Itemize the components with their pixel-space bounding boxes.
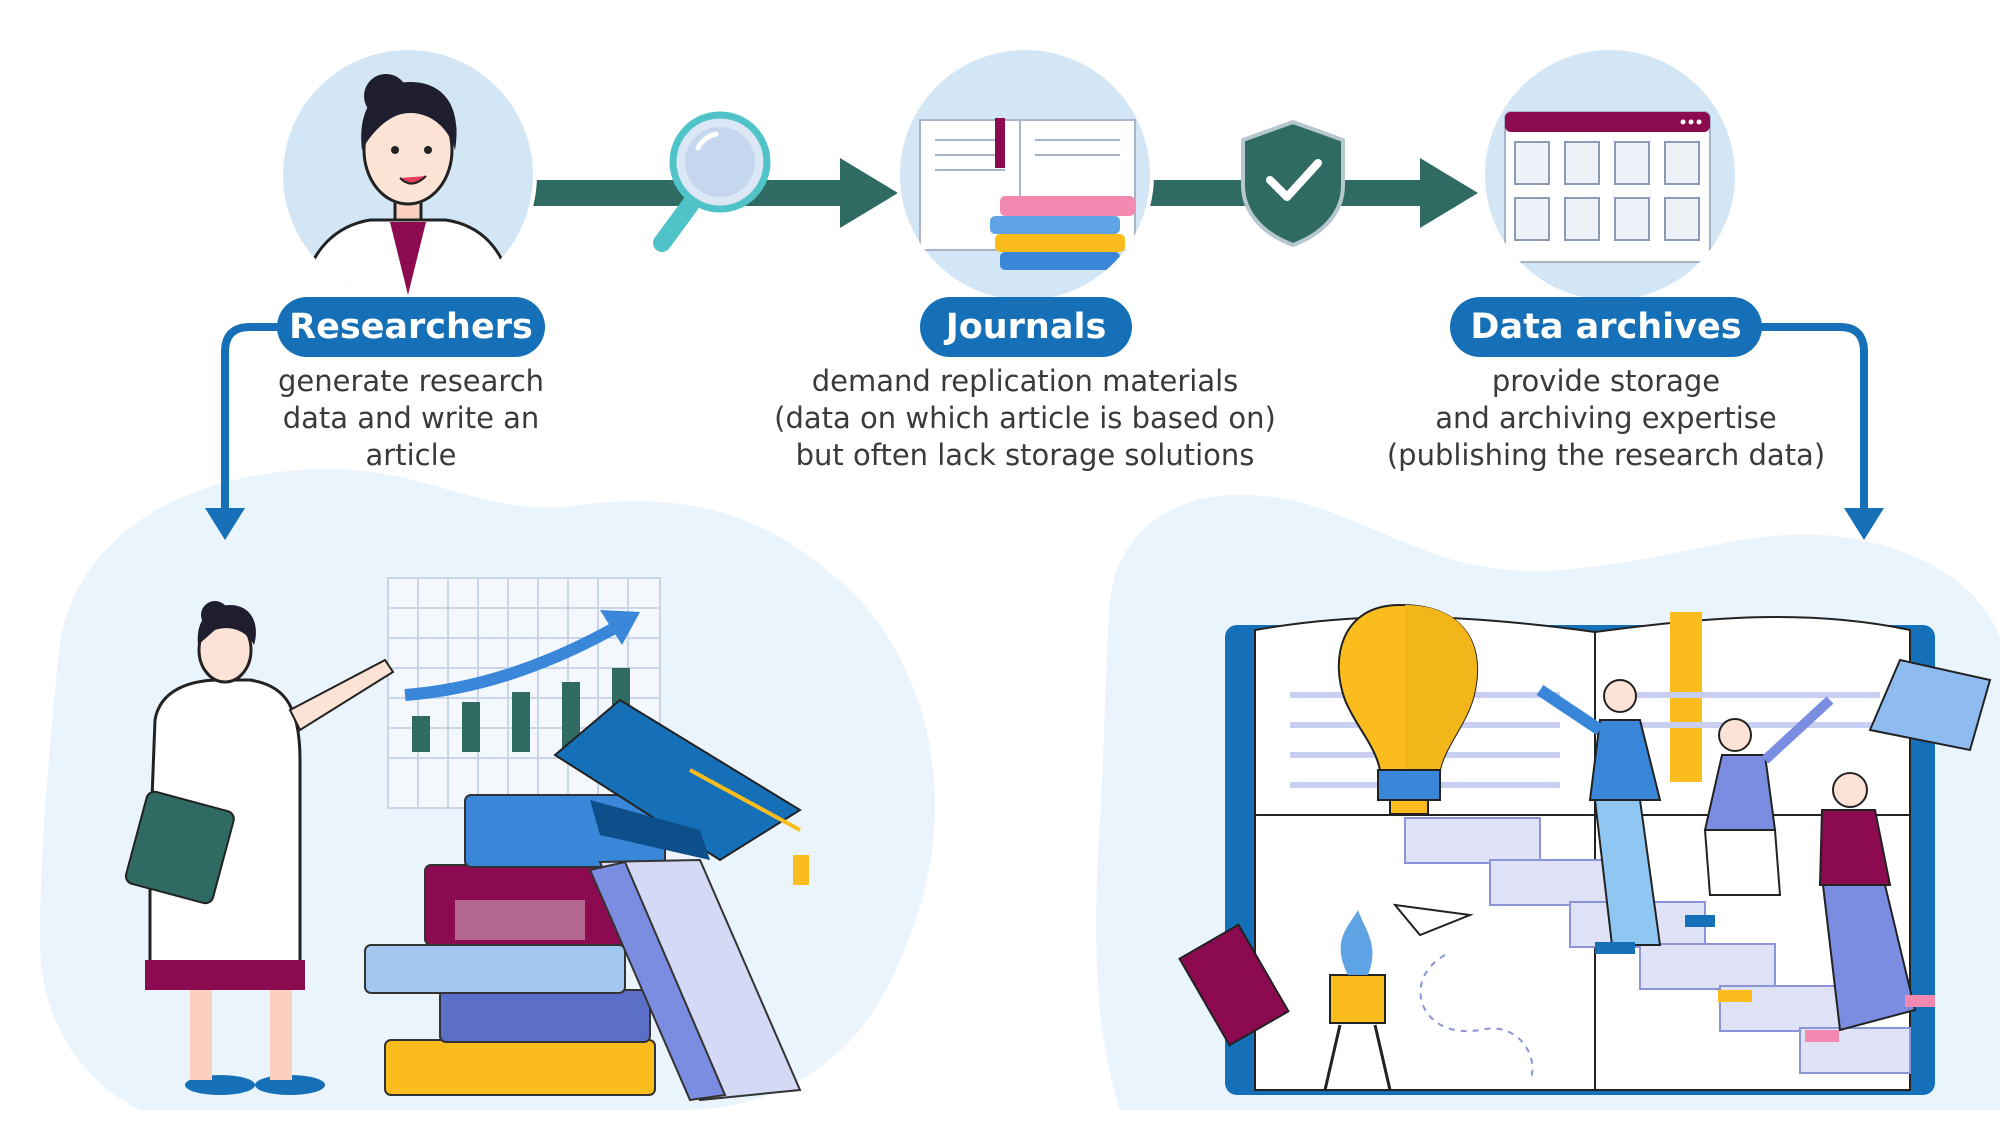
data-archives-label: Data archives xyxy=(1450,297,1762,357)
journals-illustration xyxy=(896,46,1154,304)
archives-description-line-2: and archiving expertise xyxy=(1435,401,1777,435)
researchers-description-line-2: data and write an xyxy=(282,401,540,435)
researchers-description-line-3: article xyxy=(365,438,457,472)
researcher-portrait xyxy=(279,46,537,304)
researcher-presenting-illustration xyxy=(124,577,809,1102)
archives-description: provide storage and archiving expertise … xyxy=(1306,363,1906,474)
archive-file-grid xyxy=(1514,141,1700,241)
arrow-archives-down xyxy=(1760,323,1884,540)
shield-check-icon xyxy=(1241,119,1345,248)
researchers-label: Researchers xyxy=(277,297,545,357)
journals-description: demand replication materials (data on wh… xyxy=(725,363,1325,474)
data-archive-window xyxy=(1481,46,1739,304)
archives-description-line-3: (publishing the research data) xyxy=(1386,438,1826,472)
magnifier-icon xyxy=(653,111,771,252)
journals-description-line-3: but often lack storage solutions xyxy=(795,438,1255,472)
arrow-researchers-down xyxy=(205,323,282,540)
archives-description-line-1: provide storage xyxy=(1491,364,1721,398)
journals-label: Journals xyxy=(920,297,1132,357)
journals-description-line-1: demand replication materials xyxy=(811,364,1239,398)
archive-book-illustration xyxy=(1178,603,1992,1095)
researchers-description: generate research data and write an arti… xyxy=(111,363,711,474)
researchers-description-line-1: generate research xyxy=(277,364,545,398)
journals-description-line-2: (data on which article is based on) xyxy=(774,401,1276,435)
